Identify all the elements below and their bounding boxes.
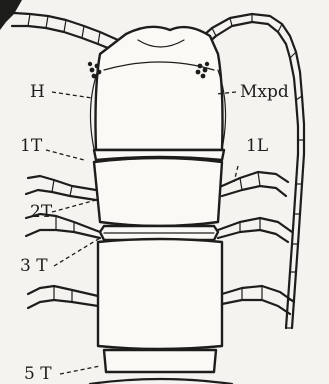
label-leg-1: 1L — [246, 138, 268, 155]
label-tergite-3: 3 T — [20, 258, 48, 275]
tergite-2 — [94, 158, 222, 226]
next-segment-edge — [90, 379, 232, 384]
label-tergite-1: 1T — [20, 138, 42, 155]
label-head: H — [30, 84, 45, 101]
tergite-5 — [104, 350, 216, 372]
label-tergite-5: 5 T — [24, 366, 52, 383]
head-capsule — [96, 27, 223, 150]
label-maxillipede: Mxpd — [240, 84, 289, 101]
legs-left — [26, 176, 100, 308]
label-tergite-2: 2T — [30, 204, 52, 221]
legs-right — [218, 172, 294, 314]
left-antenna — [12, 13, 118, 52]
tergite-4 — [98, 239, 222, 349]
